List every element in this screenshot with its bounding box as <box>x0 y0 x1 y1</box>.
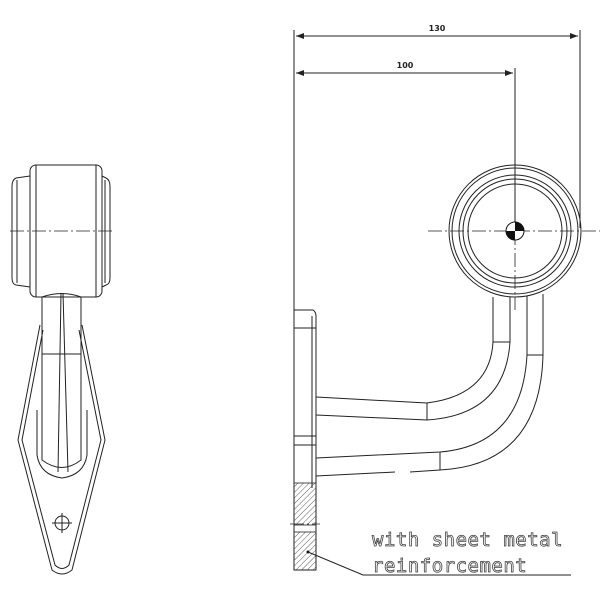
dim-label-center: 100 <box>397 61 414 70</box>
reinforcement-note: with sheet metal reinforcement <box>306 529 571 577</box>
side-view <box>10 164 112 575</box>
hatched-section <box>293 482 317 526</box>
base-plate <box>290 309 320 571</box>
bracket-arm <box>315 294 544 477</box>
hatched-section <box>293 531 317 571</box>
lamp-head-front-view <box>428 164 600 310</box>
note-line-1: with sheet metal <box>372 529 563 551</box>
center-mark-icon <box>505 221 525 241</box>
dim-label-overall: 130 <box>429 24 446 33</box>
dimensions: 130 100 <box>293 24 581 310</box>
note-line-2: reinforcement <box>372 555 527 577</box>
